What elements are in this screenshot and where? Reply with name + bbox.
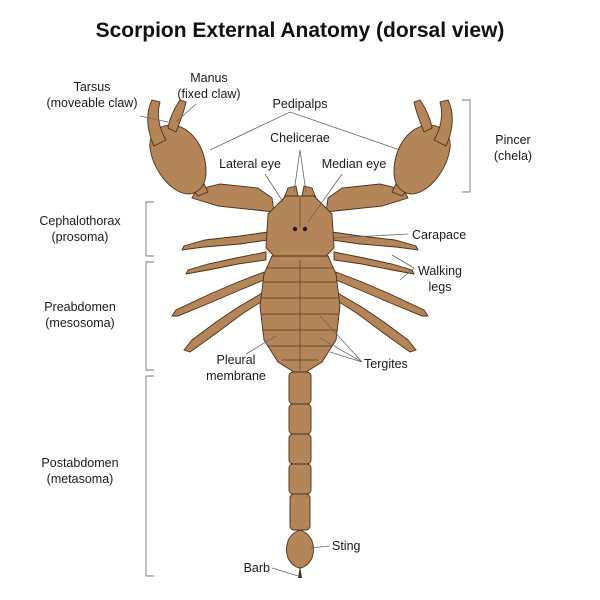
scorpion-illustration: [147, 99, 453, 578]
walking-legs-left: [171, 231, 269, 353]
labels: Tarsus (moveable claw) Manus (fixed claw…: [39, 71, 532, 575]
barb: [298, 566, 302, 578]
label-median-eye: Median eye: [322, 157, 387, 171]
pincer-bracket: [462, 99, 471, 193]
label-pedipalps: Pedipalps: [273, 97, 328, 111]
label-cephalothorax-sub: (prosoma): [52, 230, 109, 244]
label-walking-legs-sub: legs: [429, 280, 452, 294]
cephalothorax-bracket: [145, 201, 154, 257]
label-sting: Sting: [332, 539, 361, 553]
label-tarsus-sub: (moveable claw): [46, 96, 137, 110]
label-preabdomen: Preabdomen: [44, 300, 116, 314]
label-cephalothorax: Cephalothorax: [39, 214, 121, 228]
postabdomen-bracket: [145, 375, 154, 577]
label-carapace: Carapace: [412, 228, 466, 242]
label-pincer-sub: (chela): [494, 149, 532, 163]
label-postabdomen-sub: (metasoma): [47, 472, 114, 486]
pedipalp-right: [325, 99, 453, 213]
label-pincer: Pincer: [495, 133, 530, 147]
brackets: [145, 99, 471, 577]
label-lateral-eye: Lateral eye: [219, 157, 281, 171]
telson-sting: [286, 529, 314, 569]
label-preabdomen-sub: (mesosoma): [45, 316, 114, 330]
diagram-title: Scorpion External Anatomy (dorsal view): [96, 19, 505, 42]
tergite-lines: [261, 260, 339, 370]
label-tergites: Tergites: [364, 357, 408, 371]
walking-legs-right: [331, 231, 429, 353]
label-manus-sub: (fixed claw): [177, 87, 240, 101]
label-pleural-membrane: Pleural: [217, 353, 256, 367]
label-barb: Barb: [244, 561, 270, 575]
median-eye-right: [302, 226, 308, 232]
label-walking-legs: Walking: [418, 264, 462, 278]
metasoma: [288, 371, 312, 531]
label-pleural-membrane-sub: membrane: [206, 369, 266, 383]
label-chelicerae: Chelicerae: [270, 131, 330, 145]
leader-lines: [139, 103, 415, 577]
label-postabdomen: Postabdomen: [41, 456, 118, 470]
label-manus: Manus: [190, 71, 228, 85]
pedipalp-left: [147, 99, 275, 213]
median-eye-left: [292, 226, 298, 232]
preabdomen-bracket: [145, 261, 154, 371]
label-tarsus: Tarsus: [74, 80, 111, 94]
